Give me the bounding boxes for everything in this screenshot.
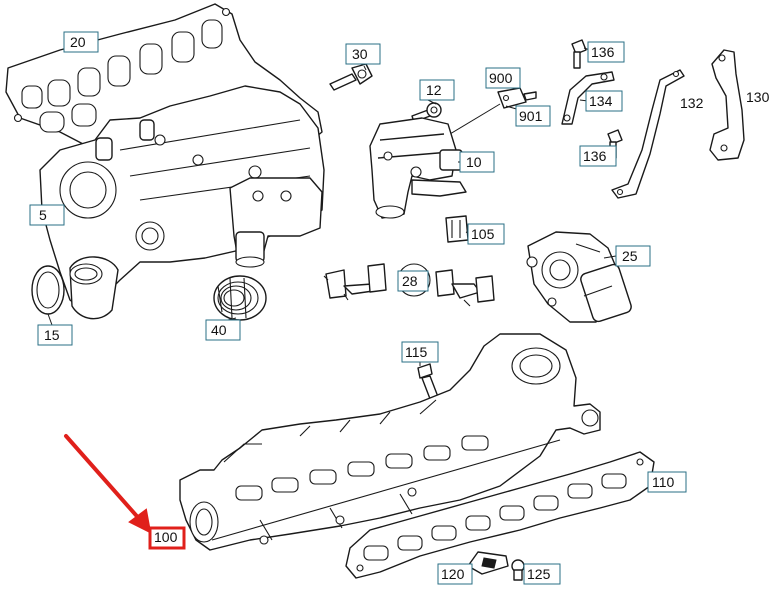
bracket-part-130[interactable] bbox=[709, 49, 745, 161]
callout-40[interactable]: 40 bbox=[205, 319, 241, 341]
callout-20[interactable]: 20 bbox=[63, 31, 99, 53]
bracket-part-134[interactable] bbox=[561, 71, 615, 125]
callout-134-text: 134 bbox=[589, 93, 613, 109]
callout-100[interactable]: 100 bbox=[148, 526, 186, 550]
clip-part-105[interactable] bbox=[445, 215, 469, 243]
callout-110-text: 110 bbox=[652, 474, 675, 490]
callout-12[interactable]: 12 bbox=[419, 79, 455, 101]
bolt-part-30[interactable] bbox=[329, 63, 373, 91]
callout-125[interactable]: 125 bbox=[523, 563, 561, 585]
callout-15-text: 15 bbox=[44, 327, 60, 343]
callout-110[interactable]: 110 bbox=[647, 471, 687, 493]
screw-part-125[interactable] bbox=[511, 559, 525, 581]
callout-130-text: 130 bbox=[746, 89, 770, 105]
intake-manifold-part-5[interactable] bbox=[39, 85, 325, 320]
callout-20-text: 20 bbox=[70, 34, 86, 50]
exhaust-manifold-part-100[interactable] bbox=[179, 333, 601, 551]
callout-30[interactable]: 30 bbox=[345, 43, 381, 65]
callout-136-lower[interactable]: 136 bbox=[579, 145, 617, 167]
callout-28[interactable]: 28 bbox=[397, 270, 429, 292]
callout-12-text: 12 bbox=[426, 82, 442, 98]
callout-120-text: 120 bbox=[441, 566, 465, 582]
hose-coupling-part-40[interactable] bbox=[213, 275, 267, 321]
callout-115-text: 115 bbox=[405, 344, 428, 360]
wiring-harness-part-28[interactable] bbox=[323, 263, 495, 307]
callout-25[interactable]: 25 bbox=[615, 245, 651, 267]
throttle-housing bbox=[229, 177, 323, 268]
callout-900[interactable]: 900 bbox=[485, 67, 521, 89]
callout-132[interactable]: 132 bbox=[680, 95, 704, 111]
callout-30-text: 30 bbox=[352, 46, 368, 62]
exhaust-gasket-part-110[interactable] bbox=[345, 451, 655, 579]
callout-25-text: 25 bbox=[622, 248, 638, 264]
callout-134[interactable]: 134 bbox=[585, 90, 623, 112]
callout-900-text: 900 bbox=[489, 70, 513, 86]
highlight-arrow bbox=[64, 434, 152, 534]
callout-901[interactable]: 901 bbox=[515, 105, 551, 127]
callout-10[interactable]: 10 bbox=[459, 151, 495, 173]
callout-901-text: 901 bbox=[519, 108, 543, 124]
bracket-part-132[interactable] bbox=[611, 69, 685, 199]
callout-100-text: 100 bbox=[154, 529, 178, 545]
callout-28-text: 28 bbox=[402, 273, 418, 289]
callout-40-text: 40 bbox=[211, 322, 227, 338]
egr-valve-part-10[interactable] bbox=[369, 117, 467, 219]
callout-136-upper[interactable]: 136 bbox=[587, 41, 625, 63]
o-ring-part-15[interactable] bbox=[31, 265, 65, 315]
callout-5[interactable]: 5 bbox=[29, 204, 65, 226]
callout-10-text: 10 bbox=[466, 154, 482, 170]
callout-15[interactable]: 15 bbox=[37, 324, 73, 346]
callout-125-text: 125 bbox=[527, 566, 551, 582]
sensor-part-900[interactable] bbox=[497, 87, 537, 109]
callout-120[interactable]: 120 bbox=[437, 563, 473, 585]
temp-sensor-part-120[interactable] bbox=[467, 551, 509, 575]
actuator-part-25[interactable] bbox=[526, 231, 633, 323]
callout-136-upper-text: 136 bbox=[591, 44, 615, 60]
bolt-part-136-upper[interactable] bbox=[571, 39, 587, 69]
callout-105-text: 105 bbox=[471, 226, 495, 242]
callout-5-text: 5 bbox=[39, 207, 47, 223]
callout-130[interactable]: 130 bbox=[746, 89, 770, 105]
callout-136-lower-text: 136 bbox=[583, 148, 607, 164]
callout-115[interactable]: 115 bbox=[401, 341, 439, 363]
callout-132-text: 132 bbox=[680, 95, 704, 111]
callout-105[interactable]: 105 bbox=[467, 223, 505, 245]
